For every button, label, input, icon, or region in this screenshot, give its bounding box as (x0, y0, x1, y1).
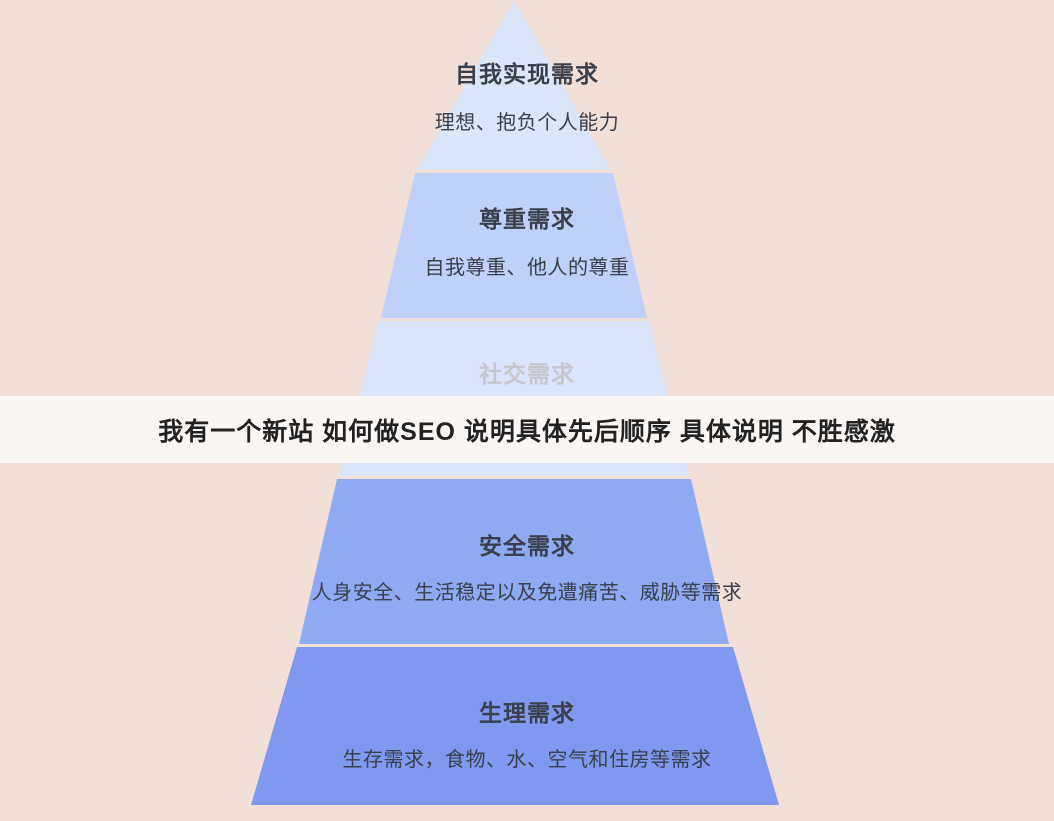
overlay-banner-text: 我有一个新站 如何做SEO 说明具体先后顺序 具体说明 不胜感激 (158, 417, 896, 446)
pyramid-level-physiological (251, 647, 779, 805)
overlay-banner: 我有一个新站 如何做SEO 说明具体先后顺序 具体说明 不胜感激 (0, 396, 1054, 463)
pyramid-level-safety (299, 479, 729, 644)
pyramid-level-self-actualization (417, 0, 611, 170)
pyramid-level-esteem (381, 173, 647, 318)
